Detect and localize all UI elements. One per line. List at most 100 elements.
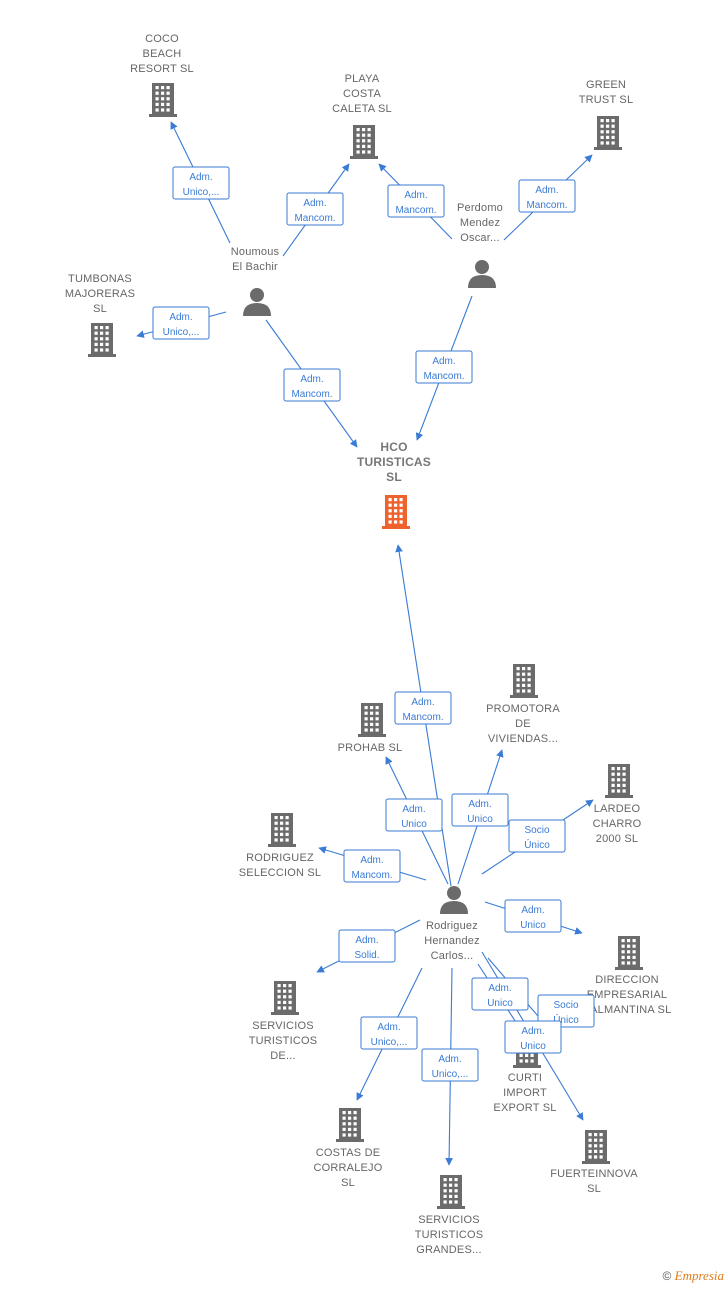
edge-label-box	[518, 179, 576, 213]
edge-label[interactable]: Adm.Mancom.	[394, 691, 452, 725]
edge-label-text: Adm.	[169, 312, 192, 323]
node-label: TRUST SL	[579, 94, 634, 106]
edge-label-text: Adm.	[521, 905, 544, 916]
node-label: Rodriguez	[426, 920, 478, 932]
node-costas[interactable]: COSTAS DE CORRALEJO SL	[313, 1108, 383, 1189]
edge-label[interactable]: Adm.Unico,...	[360, 1016, 418, 1050]
brand-logo: Empresia	[674, 1268, 724, 1283]
edge-label-text: Adm.	[303, 198, 326, 209]
building-icon	[149, 83, 177, 117]
edge-label-box	[504, 1020, 562, 1054]
edge-label[interactable]: Adm.Mancom.	[518, 179, 576, 213]
node-label: TUMBONAS	[68, 273, 132, 285]
node-label: CORRALEJO	[313, 1162, 382, 1174]
node-label: SL	[341, 1177, 355, 1189]
edge-label-text: Adm.	[468, 799, 491, 810]
node-label: CURTI	[508, 1072, 542, 1084]
node-servgr[interactable]: SERVICIOSTURISTICOSGRANDES...	[415, 1175, 484, 1256]
edge-label-box	[415, 350, 473, 384]
edge-label-box	[394, 691, 452, 725]
edge-label[interactable]: Adm. Mancom.	[387, 184, 445, 218]
edge-label-box	[172, 166, 230, 200]
edge-label-text: Adm.	[404, 190, 427, 201]
edge-label-text: Adm.	[402, 804, 425, 815]
node-label: FUERTEINNOVA	[550, 1168, 638, 1180]
node-rodriguez[interactable]: RodriguezHernandezCarlos...	[424, 886, 480, 962]
node-green[interactable]: GREEN TRUST SL	[579, 79, 634, 150]
node-label: RODRIGUEZ	[246, 852, 314, 864]
node-label: SALMANTINA SL	[583, 1004, 672, 1016]
edge-label-box	[385, 798, 443, 832]
node-label: Hernandez	[424, 935, 480, 947]
edge-label-box	[504, 899, 562, 933]
edge-label-text: Unico,...	[163, 327, 200, 338]
edge-label-box	[421, 1048, 479, 1082]
building-icon	[437, 1175, 465, 1209]
edge-label-box	[343, 849, 401, 883]
node-label: GRANDES...	[416, 1244, 482, 1256]
edge-label[interactable]: Adm.Unico	[504, 1020, 562, 1054]
node-rodsel[interactable]: RODRIGUEZ SELECCION SL	[239, 813, 321, 879]
node-label: SELECCION SL	[239, 867, 321, 879]
node-prohab[interactable]: PROHAB SL	[338, 703, 403, 754]
person-icon	[468, 260, 496, 288]
building-icon	[336, 1108, 364, 1142]
edge-label-box	[283, 368, 341, 402]
node-label: VIVIENDAS...	[488, 733, 558, 745]
edge-label[interactable]: Adm.Unico	[451, 793, 509, 827]
node-label: GREEN	[586, 79, 626, 91]
node-label: IMPORT	[503, 1087, 547, 1099]
edge-label[interactable]: Adm.Mancom.	[286, 192, 344, 226]
node-perdomo[interactable]: PerdomoMendezOscar...	[457, 202, 503, 288]
building-icon	[88, 323, 116, 357]
node-label: COCO	[145, 33, 179, 45]
edge-label-text: Adm.	[189, 172, 212, 183]
edge-label-text: Adm.	[438, 1054, 461, 1065]
edge-label[interactable]: Adm.Unico	[504, 899, 562, 933]
edge-label-text: Unico	[401, 819, 427, 830]
edge-label-text: Adm.	[535, 185, 558, 196]
node-fuerte[interactable]: FUERTEINNOVA SL	[550, 1130, 638, 1195]
edge-label[interactable]: Adm.Unico,...	[421, 1048, 479, 1082]
edge-label-text: Mancom.	[395, 205, 436, 216]
edge-label-text: Unico	[520, 1041, 546, 1052]
edge-label[interactable]: Adm. Unico,...	[152, 306, 210, 340]
node-promotora[interactable]: PROMOTORADEVIVIENDAS...	[486, 664, 560, 745]
building-icon	[594, 116, 622, 150]
node-label: COSTAS DE	[316, 1147, 381, 1159]
building-icon	[382, 495, 410, 529]
node-label: SERVICIOS	[252, 1020, 314, 1032]
edge-label-text: Solid.	[354, 950, 379, 961]
node-label: Noumous	[231, 246, 280, 258]
edge-label[interactable]: Adm.Unico,...	[172, 166, 230, 200]
node-servde[interactable]: SERVICIOSTURISTICOSDE...	[249, 981, 318, 1062]
node-label: SERVICIOS	[418, 1214, 480, 1226]
edge-label-text: Mancom.	[402, 712, 443, 723]
edge-label-text: Socio	[553, 1000, 578, 1011]
building-icon	[350, 125, 378, 159]
node-label: SL	[587, 1183, 601, 1195]
node-label: SL	[93, 303, 107, 315]
node-label: Oscar...	[460, 232, 500, 244]
edge-label[interactable]: Adm.Mancom.	[283, 368, 341, 402]
edge-label[interactable]: Adm.Solid.	[338, 929, 396, 963]
edge-label[interactable]: Adm.Mancom.	[415, 350, 473, 384]
edge-label[interactable]: Adm.Unico	[471, 977, 529, 1011]
edge-label[interactable]: Adm. Unico	[385, 798, 443, 832]
node-label: CALETA SL	[332, 103, 392, 115]
edge-labels-layer: Adm.Unico,...Adm.Mancom.Adm.Mancom.Adm.M…	[152, 166, 595, 1082]
edge-label-box	[451, 793, 509, 827]
edge-label-text: Único	[524, 838, 550, 851]
node-label: PLAYA	[345, 73, 380, 85]
edge-label[interactable]: Adm.Mancom.	[343, 849, 401, 883]
edge-label-text: Socio	[524, 825, 549, 836]
